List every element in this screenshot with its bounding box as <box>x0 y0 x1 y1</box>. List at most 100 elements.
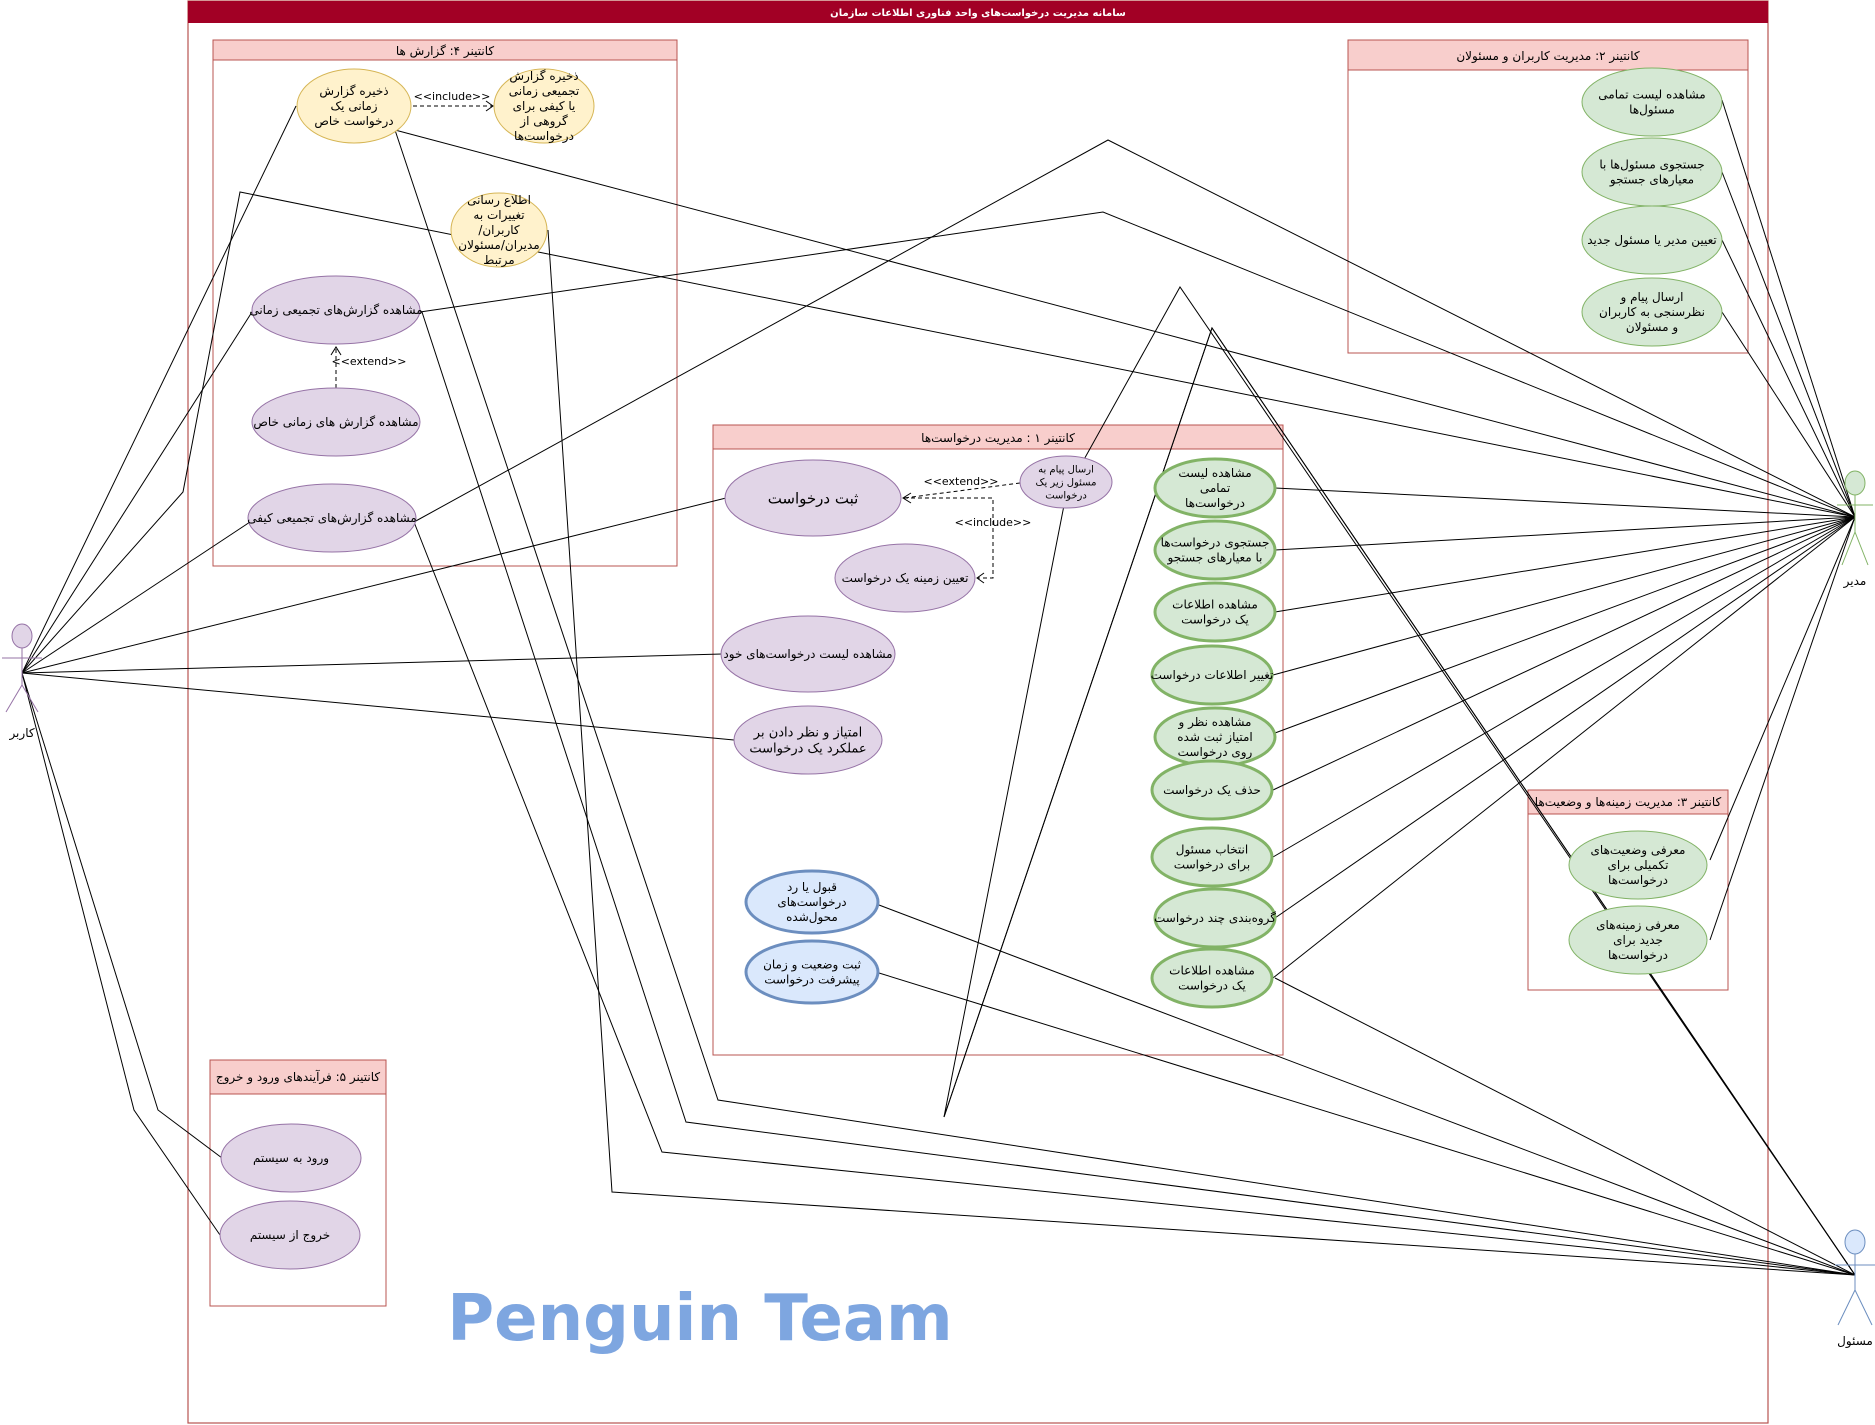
container-users-title: کانتینر ۲: مدیریت کاربران و مسئولان <box>1456 49 1640 64</box>
use-case-shape <box>744 869 880 935</box>
use-case-uc-set-category[interactable]: تعیین زمینه یک درخواست <box>834 543 976 613</box>
use-case-shape <box>247 483 417 553</box>
use-case-shape <box>834 543 976 613</box>
use-case-shape <box>1581 277 1723 347</box>
use-case-shape <box>450 192 548 268</box>
actor-manager-head <box>1844 470 1866 496</box>
use-case-uc-delete-request[interactable]: حذف یک درخواست <box>1150 759 1274 821</box>
actor-manager-label: مدیر <box>1843 574 1867 589</box>
system-title: سامانه مدیریت درخواست‌های واحد فناوری اط… <box>830 8 1126 19</box>
system-boundary <box>187 0 1769 1424</box>
container-reports: کانتینر ۴: گزارش ها <box>212 39 678 567</box>
actor-manager[interactable] <box>1837 470 1873 566</box>
use-case-shape <box>251 275 421 345</box>
use-case-uc-view-agg-time[interactable]: مشاهده گزارش‌های تجمیعی زمانی <box>249 275 423 345</box>
use-case-shape <box>1153 581 1277 643</box>
stereotype-extend-reports: <<extend>> <box>332 355 407 368</box>
actor-officer-label: مسئول <box>1837 1334 1873 1349</box>
relationship-arrows <box>330 100 1021 584</box>
container-requests: کانتینر ۱ : مدیریت درخواست‌ها <box>712 424 1284 1056</box>
use-case-label: مشاهده لیست درخواست‌های خود <box>723 647 892 662</box>
use-case-uc-view-own-requests[interactable]: مشاهده لیست درخواست‌های خود <box>720 615 896 693</box>
use-case-shape <box>1581 205 1723 275</box>
stereotype-include-requests: <<include>> <box>955 516 1032 529</box>
use-case-uc-login[interactable]: ورود به سیستم <box>220 1123 362 1193</box>
container-reports-title: کانتینر ۴: گزارش ها <box>396 44 495 59</box>
container-requests-title: کانتینر ۱ : مدیریت درخواست‌ها <box>921 431 1075 446</box>
use-case-shape <box>1153 887 1277 949</box>
container-users: کانتینر ۲: مدیریت کاربران و مسئولان <box>1347 39 1749 354</box>
use-case-uc-assign-manager[interactable]: تعیین مدیر یا مسئول جدید <box>1581 205 1723 275</box>
use-case-uc-view-specific-time[interactable]: مشاهده گزارش های زمانی خاص <box>251 387 421 457</box>
system-title-bar <box>188 1 1768 23</box>
container-categories: کانتینر ۳: مدیریت زمینه‌ها و وضعیت‌ها <box>1527 789 1729 991</box>
use-case-label: حذف یک درخواست <box>1163 783 1261 798</box>
use-case-label: گروه‌بندی چند درخواست <box>1154 911 1276 926</box>
use-case-label: خروج از سیستم <box>250 1228 330 1243</box>
use-case-shape <box>744 939 880 1005</box>
use-case-shape <box>220 1123 362 1193</box>
use-case-label: تعیین مدیر یا مسئول جدید <box>1587 233 1716 248</box>
use-case-uc-register-request[interactable]: ثبت درخواست <box>724 459 902 537</box>
use-case-label: مشاهده گزارش های زمانی خاص <box>253 415 418 430</box>
use-case-shape <box>219 1200 361 1270</box>
use-case-shape <box>296 68 412 144</box>
actor-user[interactable] <box>2 623 42 713</box>
use-case-uc-logout[interactable]: خروج از سیستم <box>219 1200 361 1270</box>
use-case-shape <box>720 615 896 693</box>
container-categories-title: کانتینر ۳: مدیریت زمینه‌ها و وضعیت‌ها <box>1535 795 1722 810</box>
use-case-label: تغییر اطلاعات درخواست <box>1151 668 1274 683</box>
actor-officer[interactable] <box>1835 1229 1875 1326</box>
use-case-shape <box>251 387 421 457</box>
use-case-uc-change-request-info[interactable]: تغییر اطلاعات درخواست <box>1150 644 1274 706</box>
stereotype-include-reports: <<include>> <box>414 90 491 103</box>
use-case-shape <box>1581 67 1723 137</box>
use-case-shape <box>1019 455 1113 509</box>
use-case-label: ورود به سیستم <box>253 1151 329 1166</box>
use-case-label: ثبت درخواست <box>768 489 859 507</box>
use-case-uc-group-requests[interactable]: گروه‌بندی چند درخواست <box>1153 887 1277 949</box>
use-case-shape <box>724 459 902 537</box>
use-case-shape <box>493 68 595 144</box>
stereotype-extend-requests: <<extend>> <box>924 475 999 488</box>
container-auth-title: کانتینر ۵: فرآیندهای ورود و خروج <box>216 1069 380 1085</box>
actor-user-label: کاربر <box>8 726 34 741</box>
use-case-uc-view-agg-quality[interactable]: مشاهده گزارش‌های تجمیعی کیفی <box>247 483 417 553</box>
use-case-shape <box>1150 759 1274 821</box>
use-case-label: مشاهده گزارش‌های تجمیعی کیفی <box>247 511 416 526</box>
